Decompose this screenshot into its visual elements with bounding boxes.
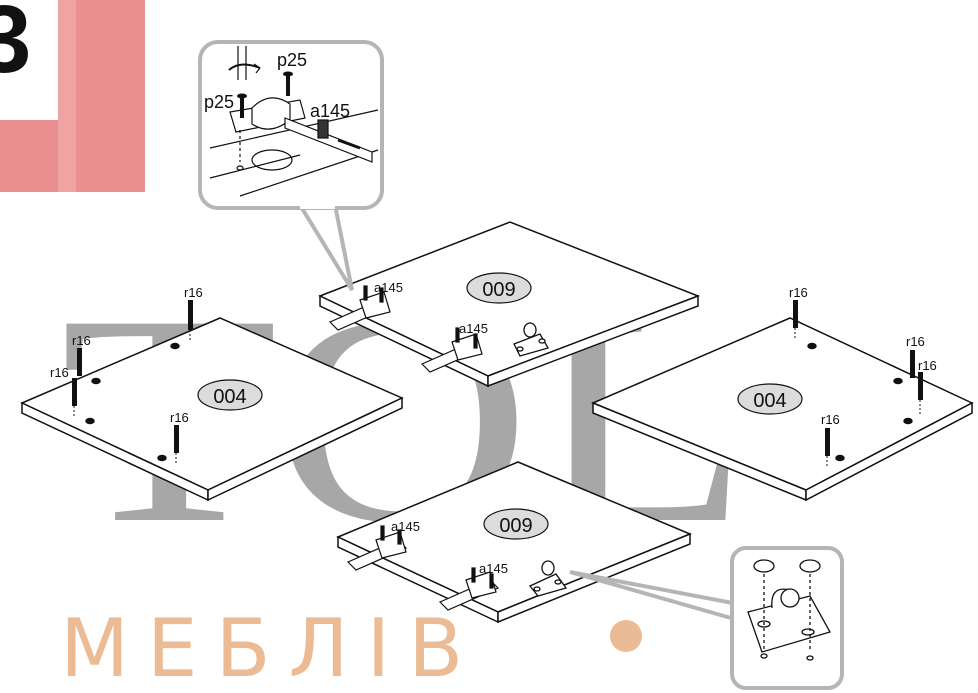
hinge-label: a145 — [479, 561, 508, 576]
dowel-r16-left-bottom: r16 — [170, 410, 189, 465]
part-label-004-left: 004 — [213, 386, 246, 408]
dowel-label: r16 — [170, 410, 189, 425]
hinge-a145-bottom-left: a145 — [346, 519, 420, 571]
watermark-sub: МЕБЛІВ — [60, 602, 481, 693]
callout-hinge-detail: p25 p25 a145 — [198, 40, 384, 292]
part-label-004-right: 004 — [753, 390, 786, 412]
callout-label-a145: a145 — [310, 101, 350, 121]
dowel-label: r16 — [72, 333, 91, 348]
dowel-label: r16 — [906, 334, 925, 349]
dowel-r16-left-mid: r16 — [72, 333, 91, 376]
part-badge-009-bottom: 009 — [483, 508, 549, 540]
dowel-r16-right-bottom: r16 — [821, 412, 840, 468]
bracket-top — [513, 322, 549, 357]
callout-label-p25-left: p25 — [204, 92, 234, 112]
hinge-label: a145 — [459, 321, 488, 336]
part-badge-004-right: 004 — [737, 383, 803, 415]
part-label-009-top: 009 — [482, 279, 515, 301]
dowel-label: r16 — [821, 412, 840, 427]
dowel-r16-right-edge: r16 — [918, 358, 937, 414]
dowel-r16-left-edge: r16 — [50, 365, 77, 418]
step-marker: 3 — [0, 0, 145, 192]
hinge-label: a145 — [391, 519, 420, 534]
dowel-label: r16 — [50, 365, 69, 380]
dowel-r16-right-top: r16 — [789, 285, 808, 340]
dowel-r16-right-mid: r16 — [906, 334, 925, 378]
dowel-label: r16 — [789, 285, 808, 300]
part-label-009-bottom: 009 — [499, 515, 532, 537]
dowel-label: r16 — [184, 285, 203, 300]
watermark-dot — [610, 620, 642, 652]
step-number: 3 — [0, 0, 31, 93]
part-badge-009-top: 009 — [466, 272, 532, 304]
dowel-r16-left-top: r16 — [184, 285, 203, 342]
bracket-bottom — [528, 560, 568, 597]
callout-label-p25-top: p25 — [277, 50, 307, 70]
hinge-label: a145 — [374, 280, 403, 295]
hinge-a145-bottom-right: a145 — [438, 561, 508, 611]
hinge-a145-top-right: a145 — [420, 321, 488, 373]
dowel-label: r16 — [918, 358, 937, 373]
part-badge-004-left: 004 — [197, 379, 263, 411]
callout-bracket-detail — [569, 546, 844, 690]
hinge-a145-top-left: a145 — [328, 280, 403, 331]
